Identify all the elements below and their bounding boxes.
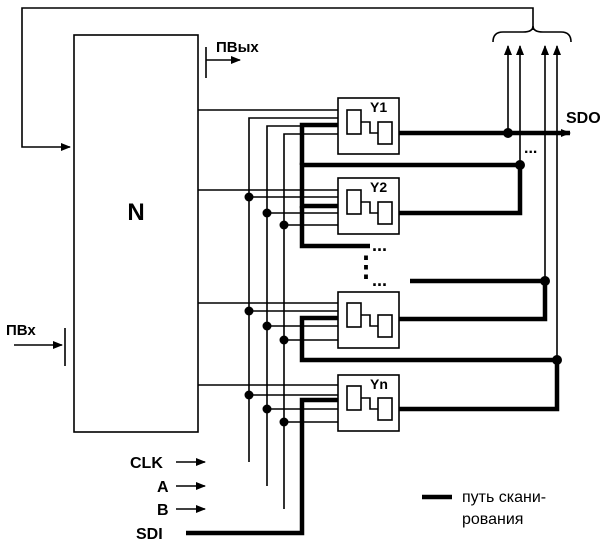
control-bus	[176, 109, 342, 513]
legend: путь скани- рования	[422, 489, 546, 528]
feedback-loop	[21, 7, 572, 360]
cell-label: Yn	[370, 376, 388, 392]
ellipsis-sdo: ...	[524, 140, 537, 157]
sdo-label: SDO	[566, 110, 601, 127]
output-port: ПВых	[205, 39, 259, 78]
bus-junctions	[244, 192, 289, 427]
legend-line1: путь скани-	[462, 489, 546, 506]
input-port-label: ПВх	[6, 322, 36, 339]
scan-cell: Y1	[337, 97, 400, 155]
legend-line2: рования	[462, 511, 523, 528]
cell-label: Y1	[370, 99, 387, 115]
cell-label: Y2	[370, 179, 387, 195]
clk-label: CLK	[130, 455, 163, 472]
combinational-block	[73, 34, 199, 433]
scan-cell: Y2	[337, 177, 400, 235]
scan-path	[186, 122, 571, 536]
a-label: A	[157, 479, 169, 496]
sdi-label: SDI	[136, 526, 163, 543]
ellipsis-right: ...	[372, 235, 387, 255]
ellipsis-vertical: ⋮	[352, 251, 380, 282]
ellipsis-right-2: ...	[372, 270, 387, 290]
output-port-label: ПВых	[216, 39, 259, 56]
input-port: ПВх	[6, 322, 66, 366]
b-label: B	[157, 502, 169, 519]
scan-cell	[337, 291, 400, 349]
scan-cell: Yn	[337, 374, 400, 432]
block-label: N	[127, 199, 144, 226]
